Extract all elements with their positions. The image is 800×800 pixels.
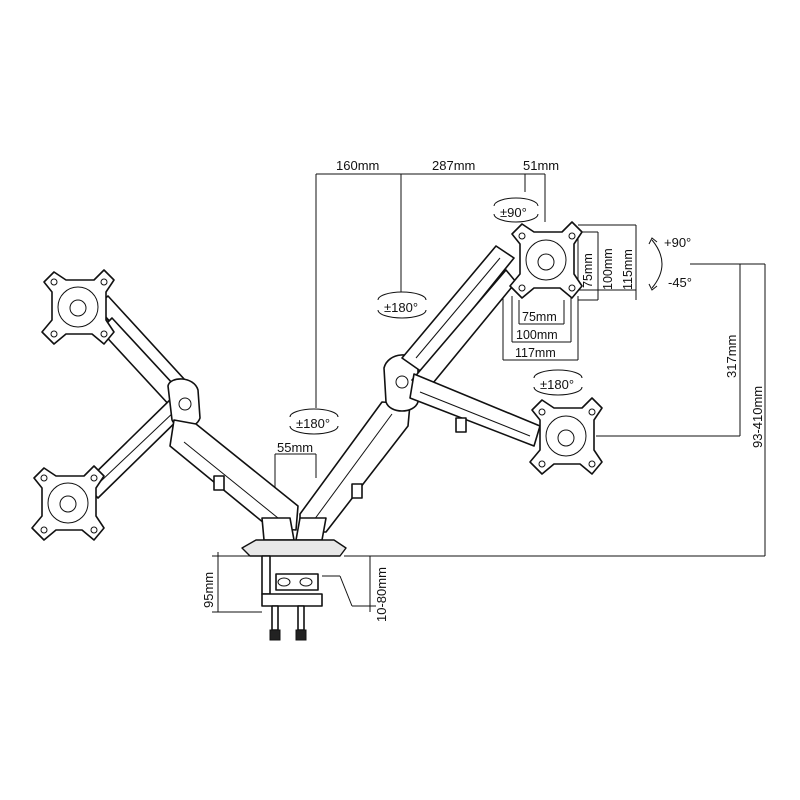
- right-pole-head: [295, 517, 327, 541]
- left-main-arm: [169, 419, 299, 531]
- dim-75mm-width: 75mm: [522, 310, 557, 324]
- tilt-arc-icon: [651, 239, 663, 289]
- screw-knob-left: [269, 629, 281, 641]
- dim-100mm-height: 100mm: [601, 248, 615, 290]
- tilt-arrow-icon: [648, 237, 658, 245]
- dim-160mm: 160mm: [336, 158, 379, 173]
- base-plate: [241, 539, 347, 557]
- vesa-plate-right-top: [509, 221, 583, 299]
- rotation-arrow-icon: [377, 291, 427, 301]
- rotation-arrow-icon: [289, 408, 339, 418]
- dim-317mm: 317mm: [724, 335, 739, 378]
- dim-287mm: 287mm: [432, 158, 475, 173]
- tilt-up: +90°: [664, 235, 691, 250]
- rotation-base-180: ±180°: [296, 416, 330, 431]
- dim-75mm-height: 75mm: [581, 253, 595, 288]
- dim-51mm: 51mm: [523, 158, 559, 173]
- vesa-plate-left-top: [41, 269, 115, 345]
- dim-desk-thickness: 10-80mm: [374, 567, 389, 622]
- rotation-arrow-icon: [533, 386, 583, 396]
- right-arm-assembly: [299, 221, 603, 533]
- dim-117mm-width: 117mm: [515, 346, 556, 360]
- dimension-lines: [212, 173, 766, 613]
- rotation-head-90: ±90°: [500, 205, 527, 220]
- dimension-labels: 160mm 287mm 51mm 55mm 75mm 100mm 117mm 7…: [201, 158, 765, 622]
- rotation-arrow-icon: [493, 213, 539, 223]
- right-lower-arm: [409, 373, 541, 447]
- dim-95mm: 95mm: [201, 572, 216, 608]
- left-arm-assembly: [31, 269, 299, 541]
- rotation-arrow-icon: [289, 425, 339, 435]
- rotation-arrow-icon: [377, 309, 427, 319]
- rotation-arm-180-upper: ±180°: [384, 300, 418, 315]
- rotation-arrow-icon: [493, 197, 539, 207]
- right-clip: [351, 483, 363, 499]
- left-clip: [213, 475, 225, 491]
- right-lower-clip: [455, 417, 467, 433]
- vesa-plate-right-bottom: [529, 397, 603, 475]
- clamp-screw-left: [271, 605, 279, 631]
- rotation-labels: ±90° ±180° ±180° ±180° +90° -45°: [289, 197, 692, 435]
- tilt-down: -45°: [668, 275, 692, 290]
- tilt-arrow-icon: [648, 283, 658, 291]
- rotation-arrow-icon: [533, 369, 583, 379]
- left-pole-head: [261, 517, 295, 541]
- dim-height-range: 93-410mm: [750, 386, 765, 448]
- right-upper-arm: [401, 245, 515, 373]
- clamp-bar: [261, 593, 323, 607]
- dim-115mm-height: 115mm: [621, 249, 635, 290]
- dim-100mm-width: 100mm: [516, 328, 558, 342]
- left-elbow-joint: [167, 378, 201, 429]
- rotation-arm-180-lower: ±180°: [540, 377, 574, 392]
- clamp-screw-right: [297, 605, 305, 631]
- clamp-upright: [261, 555, 271, 595]
- dim-55mm: 55mm: [277, 440, 313, 455]
- pole-and-base: [241, 517, 347, 641]
- screw-knob-right: [295, 629, 307, 641]
- vesa-plate-left-bottom: [31, 465, 105, 541]
